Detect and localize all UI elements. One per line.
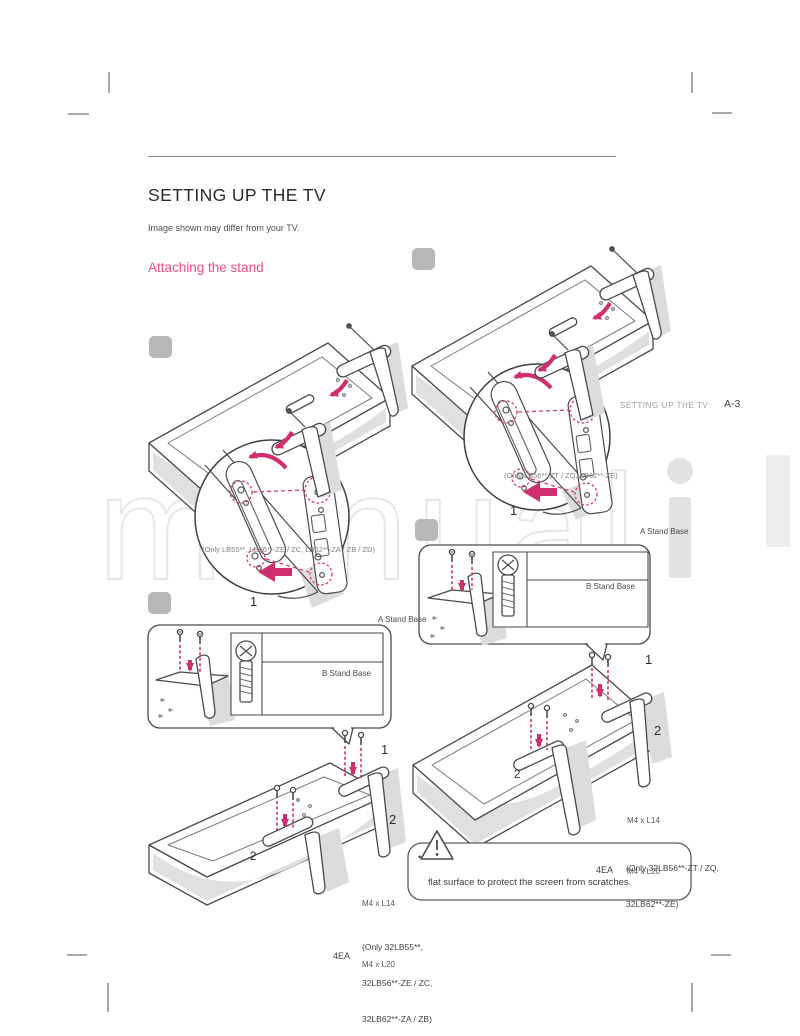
note-text: flat surface to protect the screen from … xyxy=(428,877,632,888)
model-line: 32LB62**-ZE) xyxy=(626,899,679,909)
model-note-right: (Only LB56**-ZT / ZQ, LB62**-ZE) xyxy=(504,471,618,480)
stand-base-b-label-left: B Stand Base xyxy=(322,669,371,678)
stand-base-a-label-right: A Stand Base xyxy=(640,527,689,536)
crop-mark xyxy=(691,72,693,93)
step-number: 1 xyxy=(381,742,389,757)
crop-mark xyxy=(107,983,109,1012)
crop-mark xyxy=(108,72,110,93)
watermark-edge-bar xyxy=(766,455,790,547)
model-line: 32LB56**-ZE / ZC, xyxy=(362,978,433,988)
stand-base-b-label-right: B Stand Base xyxy=(586,582,635,591)
step-number: 1 xyxy=(250,594,258,609)
page-marker-square xyxy=(148,592,171,614)
page-marker-square xyxy=(415,519,438,541)
step-number: 1 xyxy=(510,503,518,518)
page-subtitle: Image shown may differ from your TV. xyxy=(148,223,300,233)
page-marker-square xyxy=(412,248,435,270)
step-number: 2 xyxy=(389,812,397,827)
crop-mark xyxy=(68,113,89,115)
screw-size-label: M4 x L14 xyxy=(627,816,660,825)
page-title: SETTING UP THE TV xyxy=(148,185,326,205)
model-list-right: (Only 32LB56**-ZT / ZQ, 32LB62**-ZE) xyxy=(626,838,719,934)
crop-mark xyxy=(67,954,87,956)
tv-marker: 2 xyxy=(514,769,521,781)
screw-size-label: M4 x L20 xyxy=(362,960,395,969)
model-line: 32LB62**-ZA / ZB) xyxy=(362,1014,432,1024)
note-bullet: • xyxy=(418,852,422,863)
step-number: 2 xyxy=(654,723,662,738)
watermark-letter-i-dot xyxy=(667,458,693,484)
quantity-label: 4EA xyxy=(596,865,614,875)
crop-mark xyxy=(691,983,693,1012)
step-number: 1 xyxy=(645,652,653,667)
header-rule xyxy=(148,156,616,158)
section-heading: Attaching the stand xyxy=(148,260,264,275)
crop-mark xyxy=(712,112,732,114)
stand-base-a-label-left: A Stand Base xyxy=(378,615,427,624)
model-list-left: (Only 32LB55**, 32LB56**-ZE / ZC, 32LB62… xyxy=(362,917,432,1036)
model-line: (Only 32LB55**, xyxy=(362,942,423,952)
quantity-label: 4EA xyxy=(333,951,351,961)
model-note-left: (Only LB55**, LB56**-ZE / ZC, LB62**-ZA … xyxy=(202,545,375,554)
crop-mark xyxy=(711,954,731,956)
tv-marker: 2 xyxy=(250,851,257,863)
page-number: A-3 xyxy=(724,398,741,410)
screw-size-label: M4 x L14 xyxy=(362,899,395,908)
running-head: SETTING UP THE TV xyxy=(620,401,709,410)
watermark-letter-i-stem xyxy=(669,497,691,578)
screw-size-label: M4 x L20 xyxy=(627,867,660,876)
